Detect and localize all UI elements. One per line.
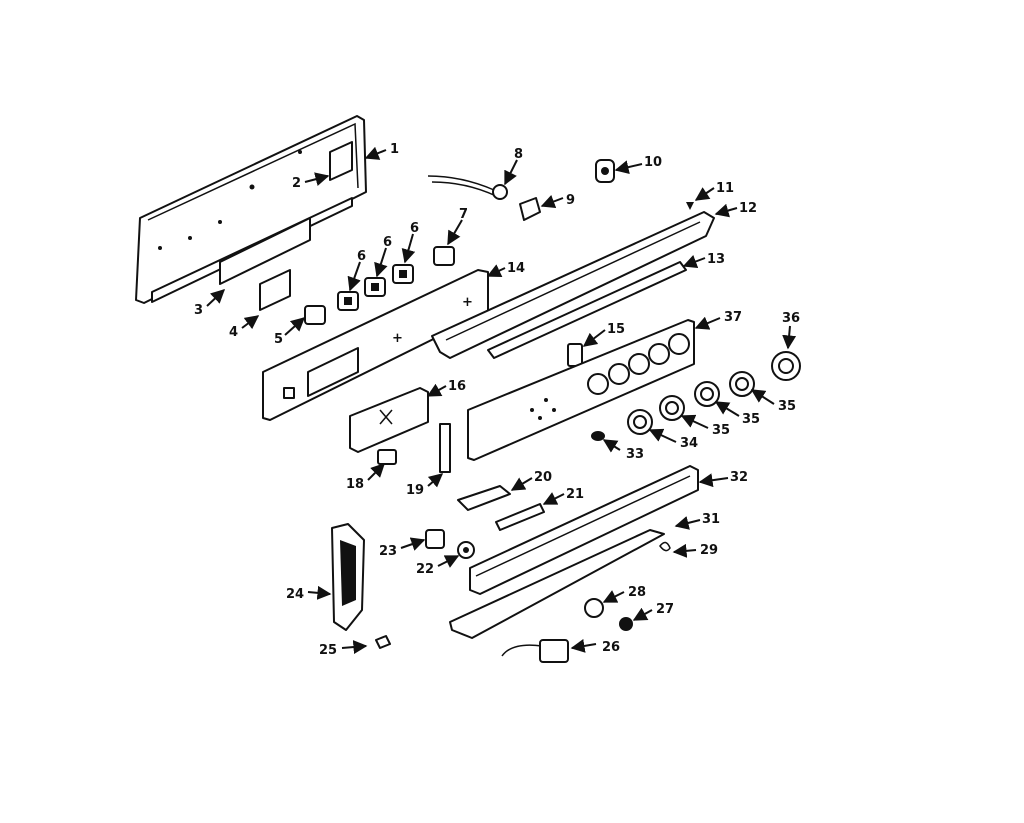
callout-11: 11 [716, 181, 734, 196]
callout-19: 19 [406, 483, 424, 498]
callout-leaders [206, 146, 797, 655]
callout-6c: 6 [410, 221, 419, 236]
clip [659, 541, 671, 552]
push-button-switch-2 [364, 277, 386, 297]
timer-knob [595, 159, 615, 183]
callout-32: 32 [730, 470, 748, 485]
lower-control-bracket [469, 465, 699, 595]
back-panel [135, 115, 367, 304]
control-knob-34 [627, 409, 653, 435]
callout-5: 5 [274, 332, 283, 347]
svg-text:+: + [462, 295, 473, 310]
control-knob-35c [729, 371, 755, 397]
callout-28: 28 [628, 585, 646, 600]
svg-text:+: + [392, 331, 403, 346]
callout-24: 24 [286, 587, 304, 602]
callout-6b: 6 [383, 235, 392, 250]
indicator-switch [433, 246, 455, 266]
callout-14: 14 [507, 261, 525, 276]
callout-31: 31 [702, 512, 720, 527]
knob-trim-ring [591, 431, 605, 441]
rocker-switch [304, 305, 326, 325]
insulation-pad [259, 269, 291, 311]
push-button-switch-1 [337, 291, 359, 311]
callout-16: 16 [448, 379, 466, 394]
callout-26: 26 [602, 640, 620, 655]
callout-27: 27 [656, 602, 674, 617]
control-knob-35a [659, 395, 685, 421]
bracket-clip [375, 635, 391, 649]
oven-light-bracket [331, 523, 365, 631]
callout-1: 1 [390, 142, 399, 157]
insulation-strip [219, 217, 311, 285]
callout-34: 34 [680, 436, 698, 451]
callout-29: 29 [700, 543, 718, 558]
knob-insert [619, 617, 633, 631]
callout-9: 9 [566, 193, 575, 208]
fluorescent-lamp [487, 261, 687, 359]
callout-15: 15 [607, 322, 625, 337]
callout-35a: 35 [712, 423, 730, 438]
callout-37: 37 [724, 310, 742, 325]
panel-cover-plate [329, 141, 353, 181]
control-panel [467, 319, 695, 461]
callout-10: 10 [644, 155, 662, 170]
terminal-block [457, 485, 511, 511]
spacer-bar [439, 423, 451, 473]
callout-18: 18 [346, 477, 364, 492]
lamp-socket-bracket [519, 197, 541, 221]
callout-labels: 1 2 3 4 5 6 6 6 7 8 9 10 11 12 13 14 15 … [194, 142, 800, 658]
lamp-switch [567, 343, 583, 367]
callout-12: 12 [739, 201, 757, 216]
callout-23: 23 [379, 544, 397, 559]
clock-switch [377, 449, 397, 465]
callout-33: 33 [626, 447, 644, 462]
lamp-screw [686, 202, 694, 210]
manifold-bracket [449, 529, 665, 639]
knob-retainer [584, 598, 604, 618]
control-knob-36 [771, 351, 801, 381]
rotary-switch [425, 529, 445, 549]
control-knob-35b [694, 381, 720, 407]
callout-2: 2 [292, 176, 301, 191]
callout-25: 25 [319, 643, 337, 658]
callout-13: 13 [707, 252, 725, 267]
callout-35b: 35 [742, 412, 760, 427]
callout-22: 22 [416, 562, 434, 577]
clock-timer-panel [349, 387, 429, 453]
callout-4: 4 [229, 325, 238, 340]
callout-36: 36 [782, 311, 800, 326]
callout-3: 3 [194, 303, 203, 318]
callout-21: 21 [566, 487, 584, 502]
lamp-wire-harness [427, 175, 508, 200]
nut [457, 541, 475, 559]
callout-6a: 6 [357, 249, 366, 264]
push-button-switch-3 [392, 264, 414, 284]
thermostat-wire-assembly [501, 639, 569, 663]
lamp-cover-trim [431, 211, 715, 359]
callout-8: 8 [514, 147, 523, 162]
callout-20: 20 [534, 470, 552, 485]
terminal-cover [495, 503, 545, 531]
callout-35c: 35 [778, 399, 796, 414]
callout-7: 7 [459, 207, 468, 222]
